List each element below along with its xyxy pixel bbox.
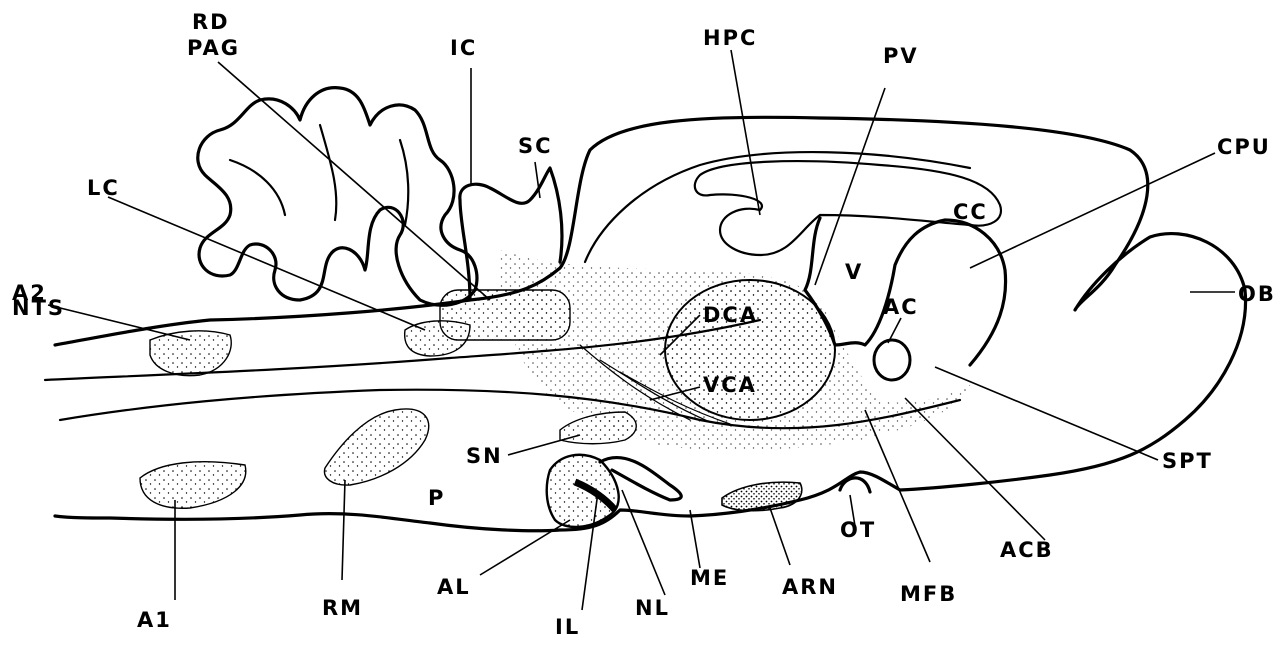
arn-region (722, 482, 802, 511)
leader-nl (622, 490, 665, 595)
label-sn: SN (466, 446, 503, 467)
leader-arn (770, 508, 790, 565)
label-il: IL (555, 617, 580, 638)
ac-structure (874, 340, 910, 380)
leader-lc (108, 197, 425, 330)
label-ic: IC (450, 38, 477, 59)
label-pv: PV (883, 46, 919, 67)
pituitary-al (547, 455, 619, 527)
label-al: AL (437, 577, 471, 598)
label-v: V (845, 262, 863, 283)
label-cpu: CPU (1217, 137, 1271, 158)
a1-region (140, 462, 246, 509)
label-sc: SC (518, 136, 553, 157)
label-hpc: HPC (703, 28, 757, 49)
label-me: ME (690, 568, 729, 589)
leader-cpu (970, 153, 1215, 268)
leader-hpc (731, 50, 760, 215)
label-ac: AC (883, 297, 919, 318)
label-arn: ARN (782, 577, 838, 598)
label-acb: ACB (1000, 540, 1054, 561)
label-lc: LC (87, 178, 120, 199)
label-nl: NL (635, 598, 670, 619)
label-nts: NTS (12, 298, 65, 319)
leader-sn (508, 435, 580, 455)
rm-region (324, 409, 428, 485)
label-vca: VCA (703, 375, 757, 396)
leader-spt (935, 367, 1158, 460)
label-mfb: MFB (900, 584, 957, 605)
label-spt: SPT (1162, 451, 1213, 472)
label-dca: DCA (703, 305, 758, 326)
label-rd: RD (192, 12, 230, 33)
leader-acb (905, 398, 1045, 540)
label-ot: OT (840, 520, 876, 541)
nts-region (150, 331, 231, 376)
leader-me (690, 510, 700, 568)
label-a1: A1 (137, 610, 172, 631)
label-ob: OB (1238, 284, 1276, 305)
label-rm: RM (322, 598, 363, 619)
leader-rm (342, 480, 345, 580)
cerebellum-folds (198, 88, 477, 306)
leader-rd-pag (218, 62, 490, 300)
label-cc: CC (953, 202, 988, 223)
label-p: P (428, 488, 445, 509)
label-pag: PAG (187, 38, 240, 59)
